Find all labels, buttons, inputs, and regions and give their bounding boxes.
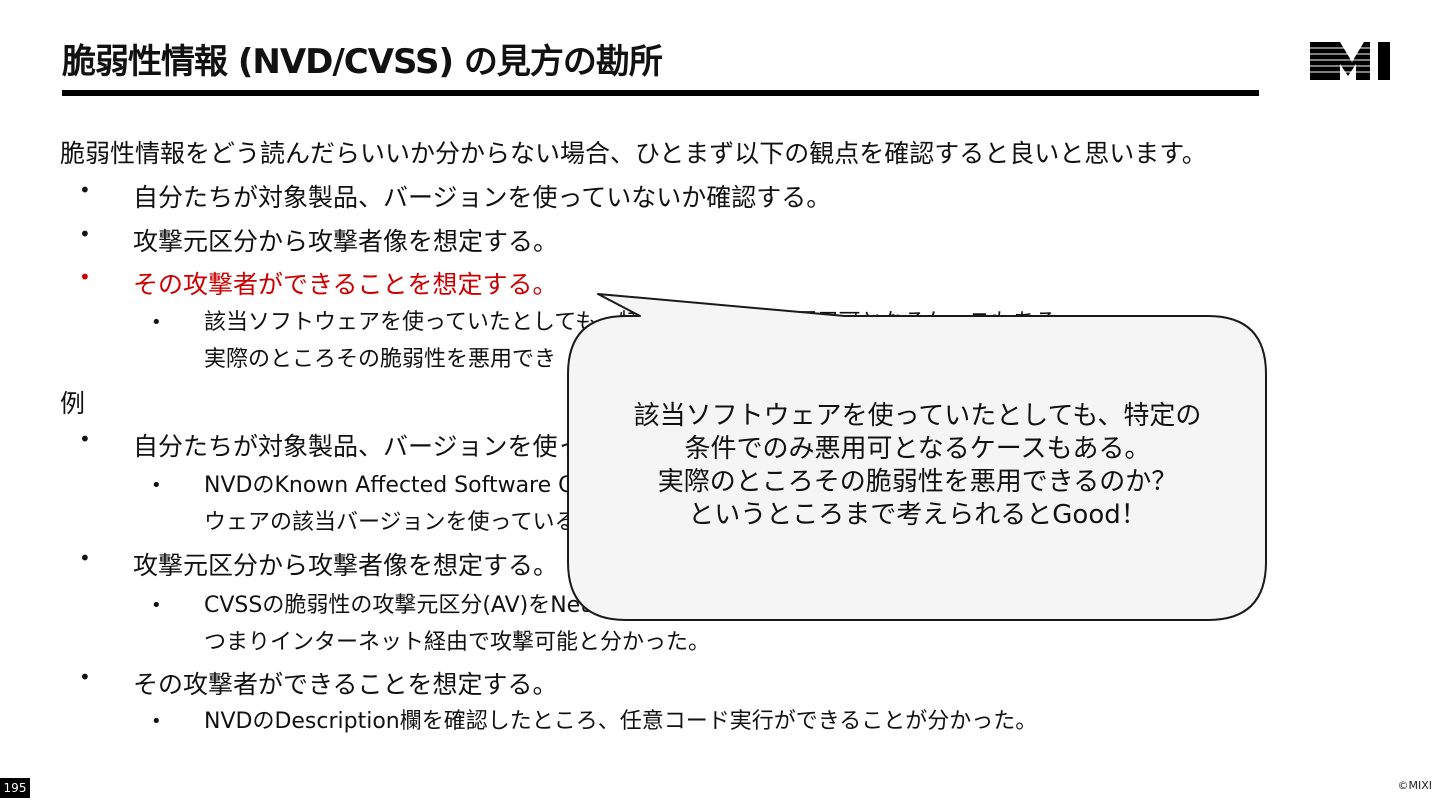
point-text: その攻撃者ができることを想定する。 [133, 270, 558, 299]
example-text: その攻撃者ができることを想定する。 [133, 670, 558, 699]
callout-line: 条件でのみ悪用可となるケースもある。 [684, 434, 1151, 464]
point-text: 攻撃元区分から攻撃者像を想定する。 [133, 227, 559, 256]
example-heading: 例 [60, 389, 86, 418]
example-sub-line: CVSSの脆弱性の攻撃元区分(AV)をNetworkと分かった。 [204, 593, 775, 618]
callout-line: 実際のところその脆弱性を悪用できるのか？ [657, 467, 1178, 497]
intro-text: 脆弱性情報をどう読んだらいいか分からない場合、ひとまず以下の観点を確認すると良い… [60, 139, 1207, 168]
example-sub-item: • CVSSの脆弱性の攻撃元区分(AV)をNetworkと分かった。 つまりイン… [151, 587, 775, 661]
callout-line: 該当ソフトウェアを使っていたとしても、特定の [633, 401, 1202, 431]
title-underline [62, 90, 1259, 96]
bullet-dot: • [79, 665, 91, 689]
page-number: 195 [0, 778, 30, 798]
bullet-dot: • [151, 595, 162, 616]
bullet-dot: • [79, 222, 91, 246]
point-item: • 攻撃元区分から攻撃者像を想定する。 [79, 222, 559, 258]
callout-text: 該当ソフトウェアを使っていたとしても、特定の 条件でのみ悪用可となるケースもある… [575, 400, 1260, 532]
point-sub-line: 実際のところその脆弱性を悪用でき [204, 347, 557, 372]
bullet-dot: • [79, 546, 91, 570]
copyright: ©MIXI [1397, 779, 1432, 792]
page-title: 脆弱性情報 (NVD/CVSS) の見方の勘所 [62, 42, 663, 82]
bullet-dot: • [79, 427, 91, 451]
point-sub-item: • 該当ソフトウェアを使っていたとしても、特定の条件でのみ悪用可となるケースもあ… [151, 304, 1079, 378]
example-item: • 攻撃元区分から攻撃者像を想定する。 [79, 546, 559, 582]
point-item: • 自分たちが対象製品、バージョンを使っていないか確認する。 [79, 178, 832, 214]
example-item: • その攻撃者ができることを想定する。 [79, 665, 558, 701]
mixi-logo [1310, 42, 1390, 80]
example-sub-item: • NVDのDescription欄を確認したところ、任意コード実行ができること… [151, 703, 1038, 740]
bullet-dot: • [151, 711, 162, 732]
bullet-dot: • [151, 312, 162, 333]
callout-line: というところまで考えられるとGood！ [688, 500, 1147, 530]
point-text: 自分たちが対象製品、バージョンを使っていないか確認する。 [133, 183, 832, 212]
example-sub-line: NVDのDescription欄を確認したところ、任意コード実行ができることが分… [204, 709, 1038, 734]
point-item-highlighted: • その攻撃者ができることを想定する。 [79, 265, 558, 301]
bullet-dot: • [151, 475, 162, 496]
bullet-dot: • [79, 178, 91, 202]
bullet-dot: • [79, 265, 91, 289]
example-sub-line: つまりインターネット経由で攻撃可能と分かった。 [204, 630, 711, 655]
example-text: 攻撃元区分から攻撃者像を想定する。 [133, 551, 559, 580]
point-sub-line: 該当ソフトウェアを使っていたとしても、特定の条件でのみ悪用可となるケースもある。 [204, 310, 1079, 335]
